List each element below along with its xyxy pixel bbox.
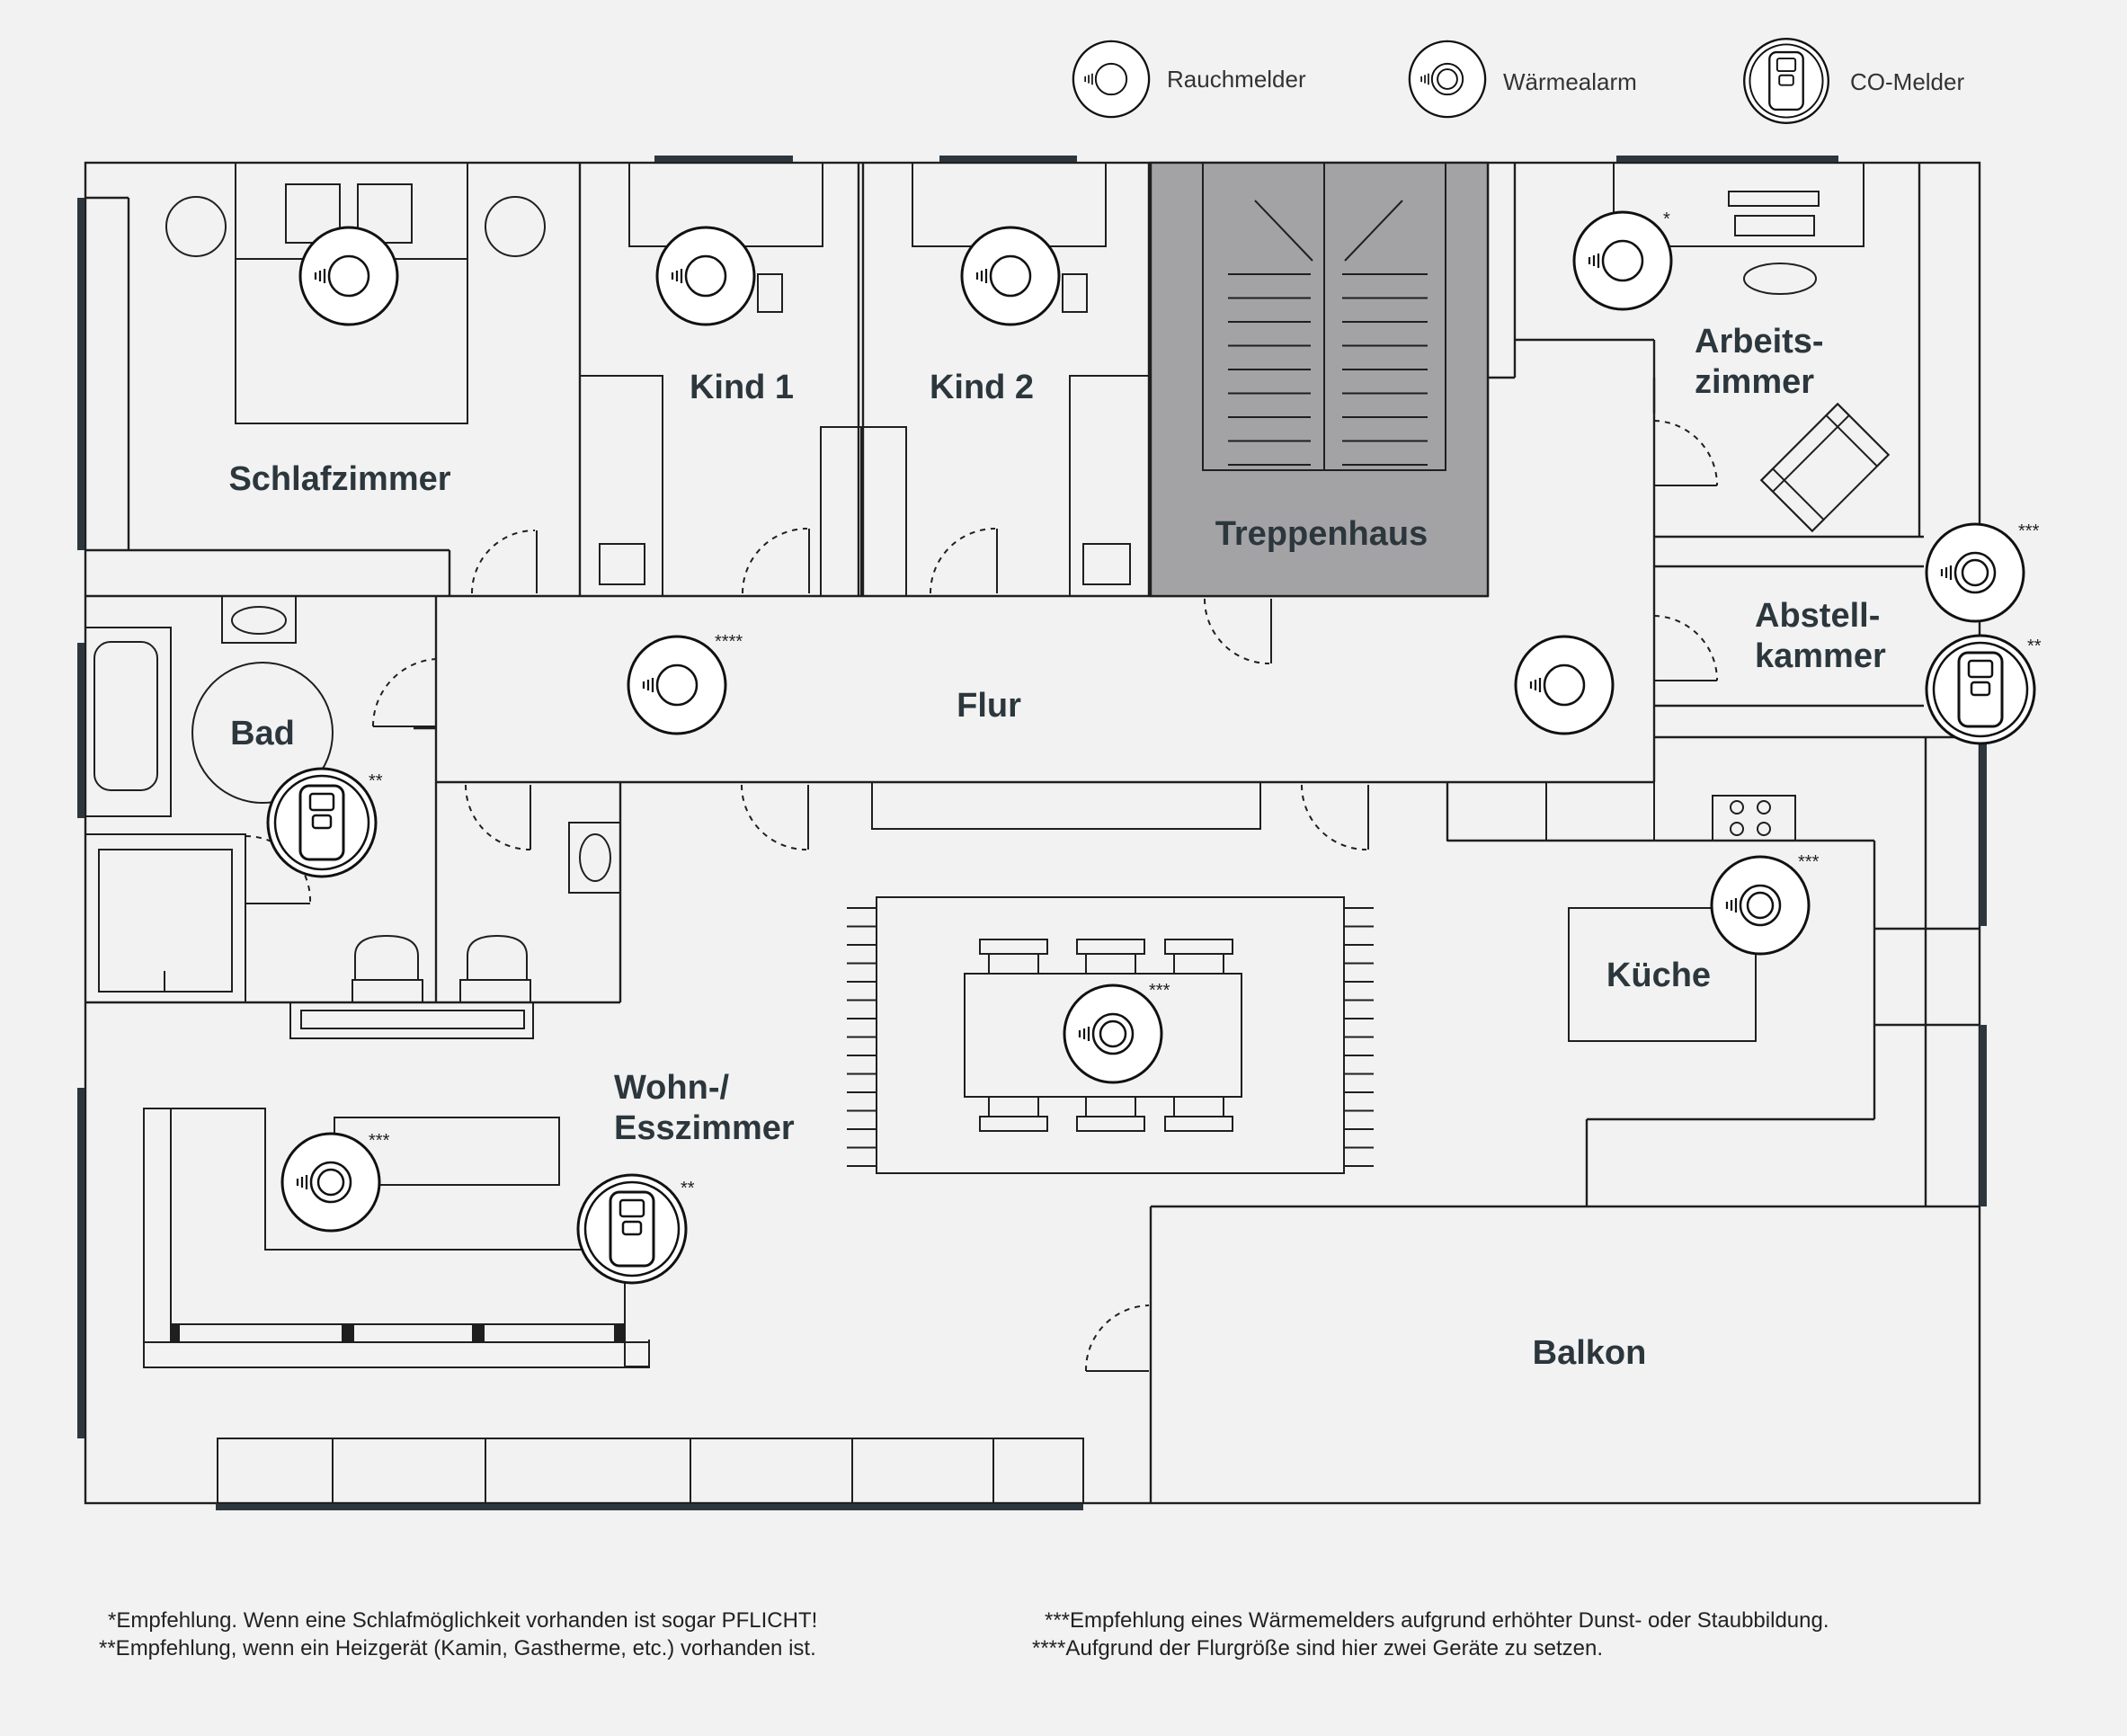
room-label-abstellkammer-line1: Abstell-: [1755, 597, 1880, 635]
room-label-abstellkammer-line2: kammer: [1755, 637, 1886, 675]
marker-triple: ***: [369, 1131, 390, 1151]
room-label-wohnzimmer-line1: Wohn-/: [614, 1069, 729, 1107]
co-detector-icon: [266, 767, 378, 878]
co-detector-icon: [1925, 634, 2036, 745]
room-label-arbeitszimmer-line1: Arbeits-: [1695, 323, 1824, 361]
marker-double: **: [369, 771, 383, 791]
heat-alarm-icon: [1063, 984, 1163, 1084]
heat-alarm-icon: [280, 1132, 381, 1233]
heat-alarm-legend-icon: [1408, 40, 1487, 119]
room-label-wohnzimmer-line2: Esszimmer: [614, 1109, 795, 1147]
marker-triple: ***: [1798, 852, 1820, 872]
room-label-schlafzimmer: Schlafzimmer: [228, 460, 450, 498]
marker-triple: ***: [2018, 521, 2040, 541]
smoke-detector-icon: [960, 226, 1061, 326]
footnotes: *Empfehlung. Wenn eine Schlafmöglichkeit…: [99, 1608, 1829, 1660]
legend-heat-label: Wärmealarm: [1503, 68, 1637, 95]
footnote-2: **Empfehlung, wenn ein Heizgerät (Kamin,…: [99, 1636, 816, 1660]
room-label-treppenhaus: Treppenhaus: [1215, 515, 1428, 553]
heat-alarm-icon: [1710, 855, 1811, 956]
legend-co-label: CO-Melder: [1850, 68, 1964, 95]
stairwell: [1149, 161, 1490, 598]
detector-markers: * ** ** ** *** *** *** *** ****: [369, 209, 2042, 1198]
smoke-detector-icon: [655, 226, 756, 326]
room-labels: Schlafzimmer Kind 1 Kind 2 Treppenhaus A…: [228, 323, 1886, 1372]
footnote-1: *Empfehlung. Wenn eine Schlafmöglichkeit…: [108, 1608, 817, 1633]
windows: [77, 156, 1987, 1510]
footnote-4: ****Aufgrund der Flurgröße sind hier zwe…: [1032, 1636, 1603, 1660]
marker-single: *: [1663, 209, 1670, 229]
room-label-balkon: Balkon: [1533, 1334, 1647, 1372]
marker-double: **: [681, 1179, 695, 1198]
marker-quadruple: ****: [715, 632, 743, 652]
smoke-detector-icon: [627, 635, 727, 735]
marker-double: **: [2027, 637, 2042, 656]
room-label-kind2: Kind 2: [930, 369, 1034, 406]
co-detector-icon: [576, 1173, 688, 1285]
smoke-detector-legend-icon: [1072, 40, 1151, 119]
footnote-3: ***Empfehlung eines Wärmemelders aufgrun…: [1045, 1608, 1829, 1633]
legend: Rauchmelder Wärmealarm CO-Melder: [1072, 38, 1964, 124]
furniture: [85, 162, 1891, 1504]
co-detector-legend-icon: [1743, 38, 1829, 124]
smoke-detector-icon: [298, 226, 399, 326]
smoke-detector-icon: [1572, 210, 1673, 311]
doors: [245, 420, 1718, 1372]
legend-smoke-label: Rauchmelder: [1167, 66, 1306, 93]
marker-triple: ***: [1149, 981, 1170, 1001]
room-label-bad: Bad: [230, 715, 295, 752]
room-label-arbeitszimmer-line2: zimmer: [1695, 363, 1814, 401]
room-label-kueche: Küche: [1606, 957, 1711, 994]
room-label-kind1: Kind 1: [690, 369, 794, 406]
room-label-flur: Flur: [957, 687, 1021, 725]
heat-alarm-icon: [1925, 522, 2025, 623]
smoke-detector-icon: [1514, 635, 1615, 735]
